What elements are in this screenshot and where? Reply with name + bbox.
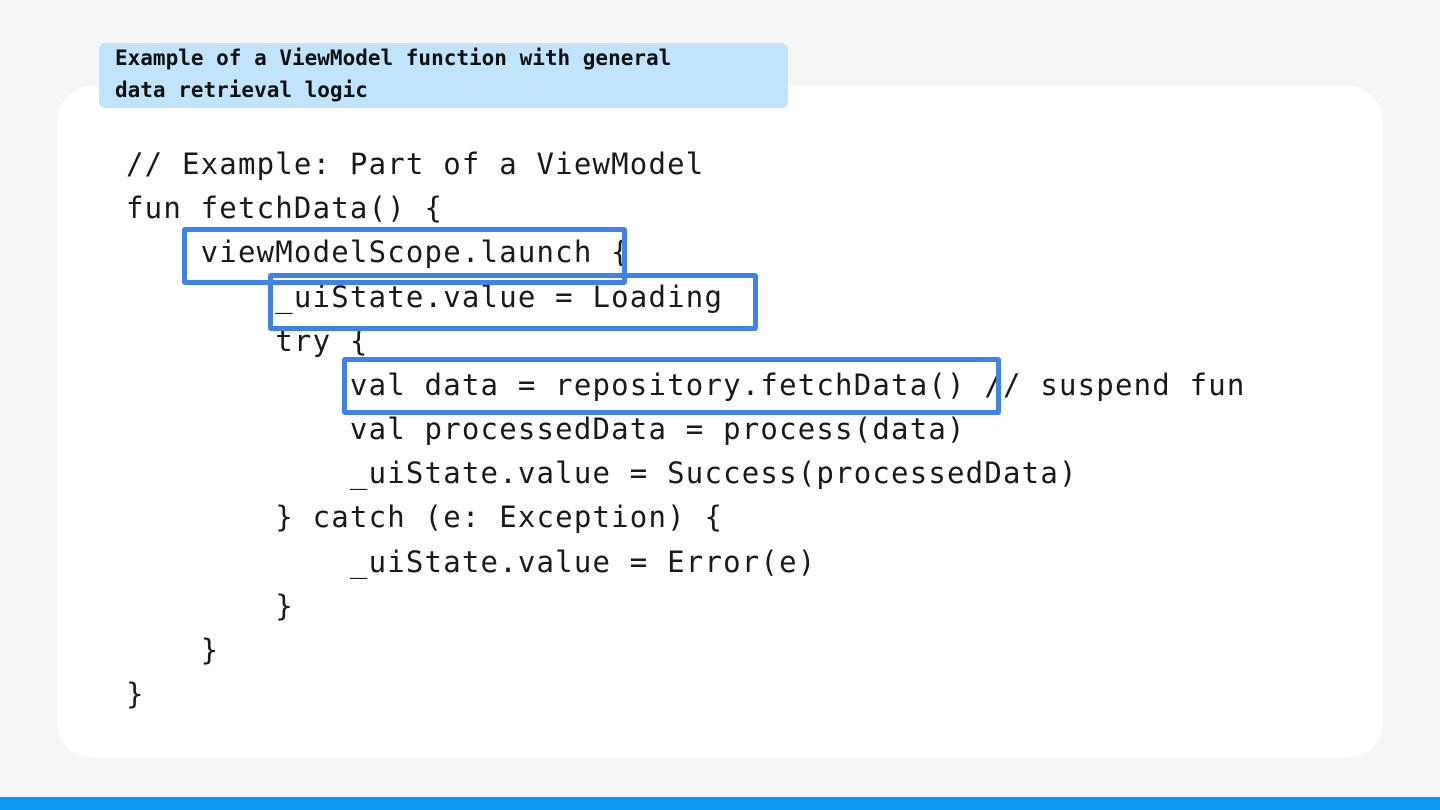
code-card	[57, 86, 1383, 758]
code-line-10: _uiState.value = Error(e)	[126, 545, 817, 579]
bottom-accent-bar	[0, 797, 1440, 810]
code-line-1: // Example: Part of a ViewModel	[126, 147, 705, 181]
caption-tag: Example of a ViewModel function with gen…	[99, 43, 788, 108]
code-line-5: try {	[126, 324, 369, 358]
code-line-8: _uiState.value = Success(processedData)	[126, 456, 1078, 490]
code-line-9: } catch (e: Exception) {	[126, 500, 724, 534]
code-line-12: }	[126, 633, 220, 667]
code-line-2: fun fetchData() {	[126, 191, 444, 225]
caption-line-2: data retrieval logic	[115, 78, 368, 102]
code-line-7: val processedData = process(data)	[126, 412, 966, 446]
code-line-4: _uiState.value = Loading	[126, 280, 724, 314]
code-line-6: val data = repository.fetchData() // sus…	[126, 368, 1246, 402]
highlight-launch	[182, 227, 627, 285]
highlight-fetch	[342, 357, 1001, 415]
code-line-3: viewModelScope.launch {	[126, 235, 630, 269]
code-line-13: }	[126, 677, 145, 711]
code-line-11: }	[126, 589, 294, 623]
caption-line-1: Example of a ViewModel function with gen…	[115, 46, 672, 70]
highlight-loading	[268, 273, 758, 331]
